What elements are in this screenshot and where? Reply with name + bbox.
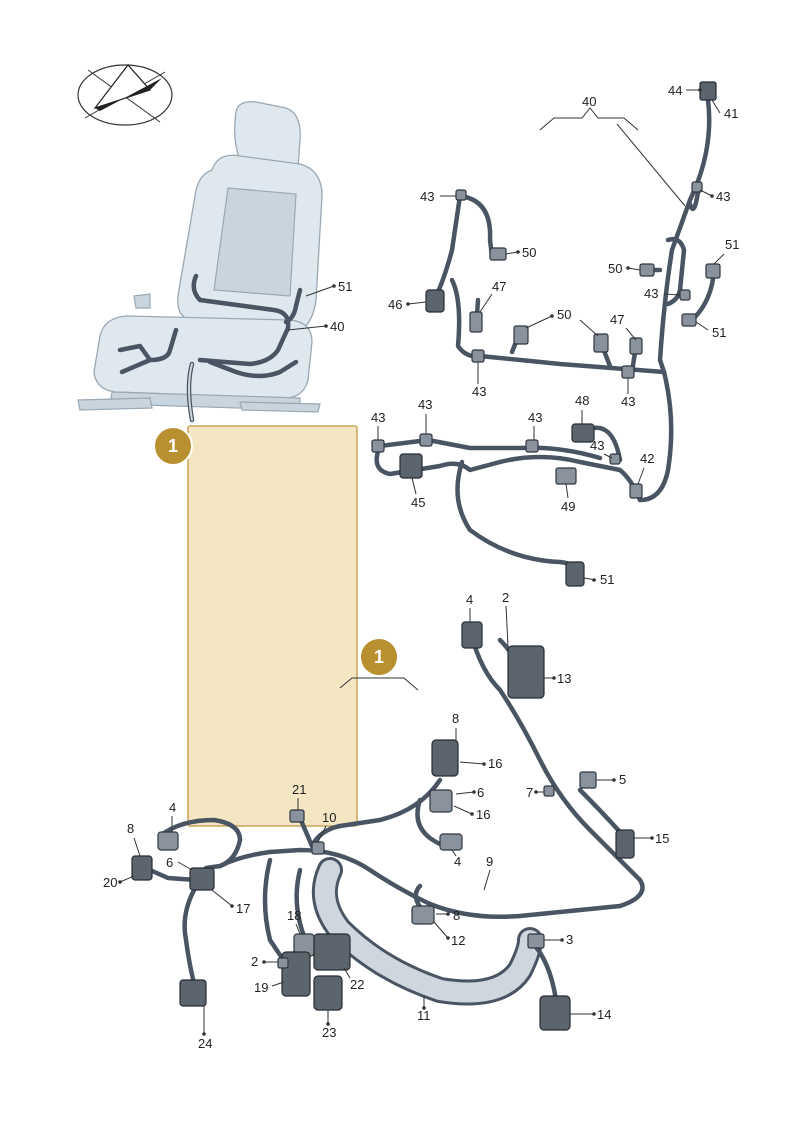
callout-number: 43 <box>716 189 730 204</box>
callout-number: 8 <box>127 821 134 836</box>
callout-number: 47 <box>492 279 506 294</box>
callout-number: 24 <box>198 1036 212 1051</box>
callout-number: 11 <box>417 1008 431 1023</box>
upper-connectors <box>425 81 721 379</box>
callout-number: 50 <box>557 307 571 322</box>
item-badge: 1 <box>153 426 193 466</box>
callout-number: 6 <box>477 785 484 800</box>
callout-number: 21 <box>292 782 306 797</box>
callout-number: 2 <box>251 954 258 969</box>
leader-dots <box>118 88 714 1036</box>
callout-number: 43 <box>472 384 486 399</box>
callout-number: 46 <box>388 297 402 312</box>
callout-number: 7 <box>526 785 533 800</box>
callout-number: 50 <box>522 245 536 260</box>
callout-number: 45 <box>411 495 425 510</box>
callout-number: 43 <box>420 189 434 204</box>
callout-number: 44 <box>668 83 682 98</box>
svg-text:1: 1 <box>374 647 384 667</box>
callout-number: 23 <box>322 1025 336 1040</box>
seat-illustration <box>77 101 323 413</box>
callout-number: 16 <box>488 756 502 771</box>
callout-number: 4 <box>169 800 176 815</box>
callout-number: 43 <box>644 286 658 301</box>
callout-number: 15 <box>655 831 669 846</box>
group-bracket <box>539 107 639 131</box>
callout-number: 10 <box>322 810 336 825</box>
callout-number: 43 <box>418 397 432 412</box>
callout-number: 4 <box>454 854 461 869</box>
callout-number: 9 <box>486 854 493 869</box>
callout-number: 5 <box>619 772 626 787</box>
callout-labels: 51 40 40 44 41 43 43 50 51 50 43 46 47 5… <box>103 83 739 1051</box>
callout-number: 20 <box>103 875 117 890</box>
svg-text:1: 1 <box>168 436 178 456</box>
callout-number: 51 <box>600 572 614 587</box>
view-direction-icon <box>77 64 173 126</box>
lower-connectors <box>131 621 635 1031</box>
callout-number: 18 <box>287 908 301 923</box>
callout-number: 4 <box>466 592 473 607</box>
callout-number: 22 <box>350 977 364 992</box>
callout-number: 50 <box>608 261 622 276</box>
callout-number: 40 <box>330 319 344 334</box>
callout-number: 2 <box>502 590 509 605</box>
callout-number: 43 <box>528 410 542 425</box>
callout-number: 8 <box>453 908 460 923</box>
callout-number: 40 <box>582 94 596 109</box>
seat-harness <box>117 273 303 423</box>
callout-number: 51 <box>712 325 726 340</box>
callout-number: 8 <box>452 711 459 726</box>
item-1-highlight <box>187 425 358 827</box>
callout-number: 43 <box>590 438 604 453</box>
callout-number: 6 <box>166 855 173 870</box>
callout-number: 42 <box>640 451 654 466</box>
callout-number: 43 <box>621 394 635 409</box>
callout-number: 43 <box>371 410 385 425</box>
callout-number: 3 <box>566 932 573 947</box>
callout-number: 49 <box>561 499 575 514</box>
callout-number: 48 <box>575 393 589 408</box>
callout-number: 13 <box>557 671 571 686</box>
group-bracket <box>339 677 419 691</box>
middle-connectors <box>371 423 643 587</box>
item-badge: 1 <box>359 637 399 677</box>
callout-number: 51 <box>338 279 352 294</box>
callout-number: 12 <box>451 933 465 948</box>
callout-number: 14 <box>597 1007 611 1022</box>
callout-number: 16 <box>476 807 490 822</box>
callout-number: 17 <box>236 901 250 916</box>
callout-number: 19 <box>254 980 268 995</box>
callout-number: 41 <box>724 106 738 121</box>
callout-number: 51 <box>725 237 739 252</box>
callout-number: 47 <box>610 312 624 327</box>
